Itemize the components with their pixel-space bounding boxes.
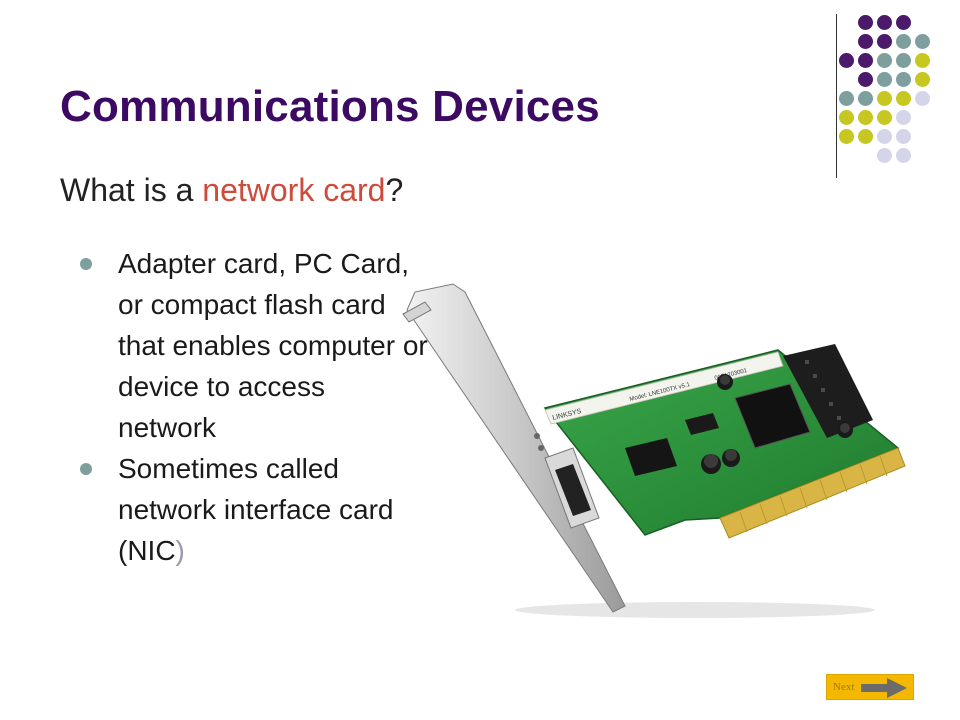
- dot: [858, 129, 873, 144]
- dot: [896, 34, 911, 49]
- dot: [877, 148, 892, 163]
- bracket-tab: [402, 301, 432, 323]
- card-shadow: [515, 602, 875, 618]
- next-button-label: Next: [833, 681, 855, 693]
- bullet-item: Adapter card, PC Card, or compact flash …: [80, 243, 430, 448]
- dot: [877, 53, 892, 68]
- transformer-chip: [625, 438, 677, 476]
- bullet-text: Adapter card, PC Card, or compact flash …: [118, 248, 428, 443]
- dot: [877, 15, 892, 30]
- dot: [839, 129, 854, 144]
- dot: [915, 53, 930, 68]
- controller-chip: [734, 383, 811, 449]
- slide-subtitle: What is a network card?: [60, 172, 403, 209]
- subtitle-prefix: What is a: [60, 172, 203, 208]
- dot: [877, 34, 892, 49]
- dot: [858, 110, 873, 125]
- dot: [915, 91, 930, 106]
- dot: [877, 129, 892, 144]
- gold-edge-connector: [719, 447, 906, 539]
- bullet-icon: [80, 463, 92, 475]
- bullet-text: Sometimes called network interface card …: [118, 453, 394, 566]
- dot: [896, 72, 911, 87]
- dot: [915, 72, 930, 87]
- dot: [839, 110, 854, 125]
- subtitle-suffix: ?: [385, 172, 404, 208]
- network-card-image: LINKSYS Model: LNE100TX v5.1 0051203001: [402, 283, 906, 618]
- dot: [858, 34, 873, 49]
- dot: [915, 34, 930, 49]
- dot: [896, 129, 911, 144]
- dot: [896, 53, 911, 68]
- label-sticker: [544, 351, 784, 425]
- led-hole: [538, 445, 544, 451]
- decorative-dot-grid: [826, 10, 956, 163]
- dot: [839, 53, 854, 68]
- next-button[interactable]: Next: [826, 674, 914, 700]
- led-hole: [534, 433, 540, 439]
- dot: [858, 91, 873, 106]
- dot: [877, 110, 892, 125]
- bullet-icon: [80, 258, 92, 270]
- decorative-divider: [836, 14, 837, 178]
- bullet-text-paren: ): [175, 535, 185, 566]
- subtitle-highlight: network card: [202, 172, 386, 208]
- dot: [877, 72, 892, 87]
- dot: [896, 148, 911, 163]
- dot: [877, 91, 892, 106]
- dot: [896, 15, 911, 30]
- rj45-port-opening: [555, 464, 591, 516]
- capacitors: [701, 374, 853, 474]
- slide-title: Communications Devices: [60, 82, 600, 131]
- dot: [858, 15, 873, 30]
- pin-header: [783, 344, 873, 438]
- dot: [858, 72, 873, 87]
- dot: [839, 91, 854, 106]
- dot: [896, 110, 911, 125]
- metal-bracket: [406, 283, 626, 613]
- dot: [858, 53, 873, 68]
- small-chip: [685, 413, 719, 435]
- connector-pins: [739, 455, 888, 533]
- bullet-list: Adapter card, PC Card, or compact flash …: [80, 243, 430, 571]
- dot: [896, 91, 911, 106]
- right-arrow-icon: [861, 678, 907, 698]
- bullet-item: Sometimes called network interface card …: [80, 448, 430, 571]
- pin-header-pins: [805, 360, 841, 420]
